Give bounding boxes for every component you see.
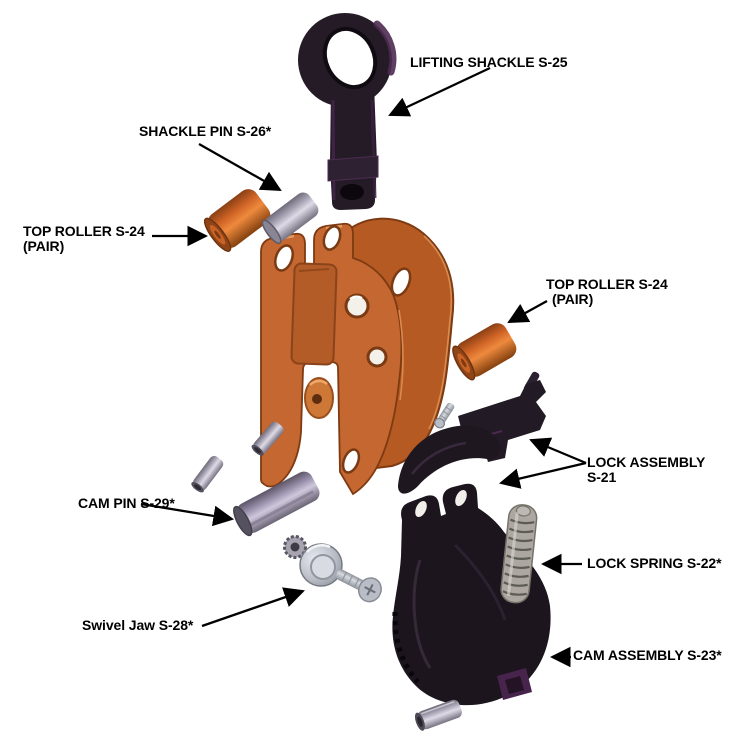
lock-assembly-part bbox=[398, 371, 546, 494]
bottom-pin-part bbox=[414, 699, 462, 731]
callout-arrows bbox=[140, 66, 587, 668]
arrow-lock-assembly-upper bbox=[529, 437, 587, 465]
label-lifting-shackle: LIFTING SHACKLE S-25 bbox=[410, 54, 568, 70]
arrow-lock-assembly-lower bbox=[498, 461, 587, 489]
label-top-roller-right: TOP ROLLER S-24 (PAIR) bbox=[546, 277, 668, 307]
cam-assembly-part bbox=[392, 483, 551, 706]
label-shackle-pin: SHACKLE PIN S-26* bbox=[139, 124, 271, 139]
spring-pin-upper-part bbox=[251, 421, 284, 456]
top-roller-right-part bbox=[452, 323, 517, 381]
label-text: LOCK SPRING S-22* bbox=[587, 555, 722, 571]
arrow-top-roller-right bbox=[507, 299, 548, 324]
label-text: TOP ROLLER S-24 bbox=[23, 223, 145, 239]
arrow-shackle-pin bbox=[198, 143, 282, 192]
label-lock-assembly: LOCK ASSEMBLY S-21 bbox=[587, 455, 705, 485]
label-lock-spring: LOCK SPRING S-22* bbox=[587, 555, 722, 571]
lock-spring-part bbox=[500, 504, 538, 604]
label-text: CAM ASSEMBLY S-23* bbox=[573, 647, 722, 663]
label-cam-pin: CAM PIN S-29* bbox=[78, 496, 175, 511]
arrow-lifting-shackle bbox=[388, 66, 491, 117]
label-text: LOCK ASSEMBLY bbox=[587, 454, 706, 470]
label-text: TOP ROLLER S-24 bbox=[546, 276, 668, 292]
cam-pin-part bbox=[233, 471, 320, 537]
label-swivel-jaw: Swivel Jaw S-28* bbox=[82, 618, 193, 633]
swivel-jaw-part bbox=[283, 535, 382, 603]
label-text-line2: S-21 bbox=[587, 469, 617, 485]
clamp-body-part bbox=[260, 217, 455, 496]
arrow-cam-pin bbox=[140, 502, 235, 527]
label-text: LIFTING SHACKLE S-25 bbox=[410, 54, 568, 70]
label-text: SHACKLE PIN S-26* bbox=[139, 123, 272, 139]
arrow-swivel-jaw bbox=[201, 587, 305, 628]
label-top-roller-left: TOP ROLLER S-24 (PAIR) bbox=[23, 224, 145, 254]
spring-pin-lower-part bbox=[191, 455, 224, 493]
label-text: CAM PIN S-29* bbox=[78, 495, 175, 511]
label-text-line2: (PAIR) bbox=[552, 291, 594, 307]
label-text: Swivel Jaw S-28* bbox=[82, 617, 194, 633]
label-cam-assembly: CAM ASSEMBLY S-23* bbox=[573, 648, 722, 663]
label-text-line2: (PAIR) bbox=[23, 238, 65, 254]
lifting-shackle-part bbox=[298, 13, 397, 210]
top-roller-left-part bbox=[203, 189, 271, 252]
shackle-pin-part bbox=[261, 192, 319, 245]
